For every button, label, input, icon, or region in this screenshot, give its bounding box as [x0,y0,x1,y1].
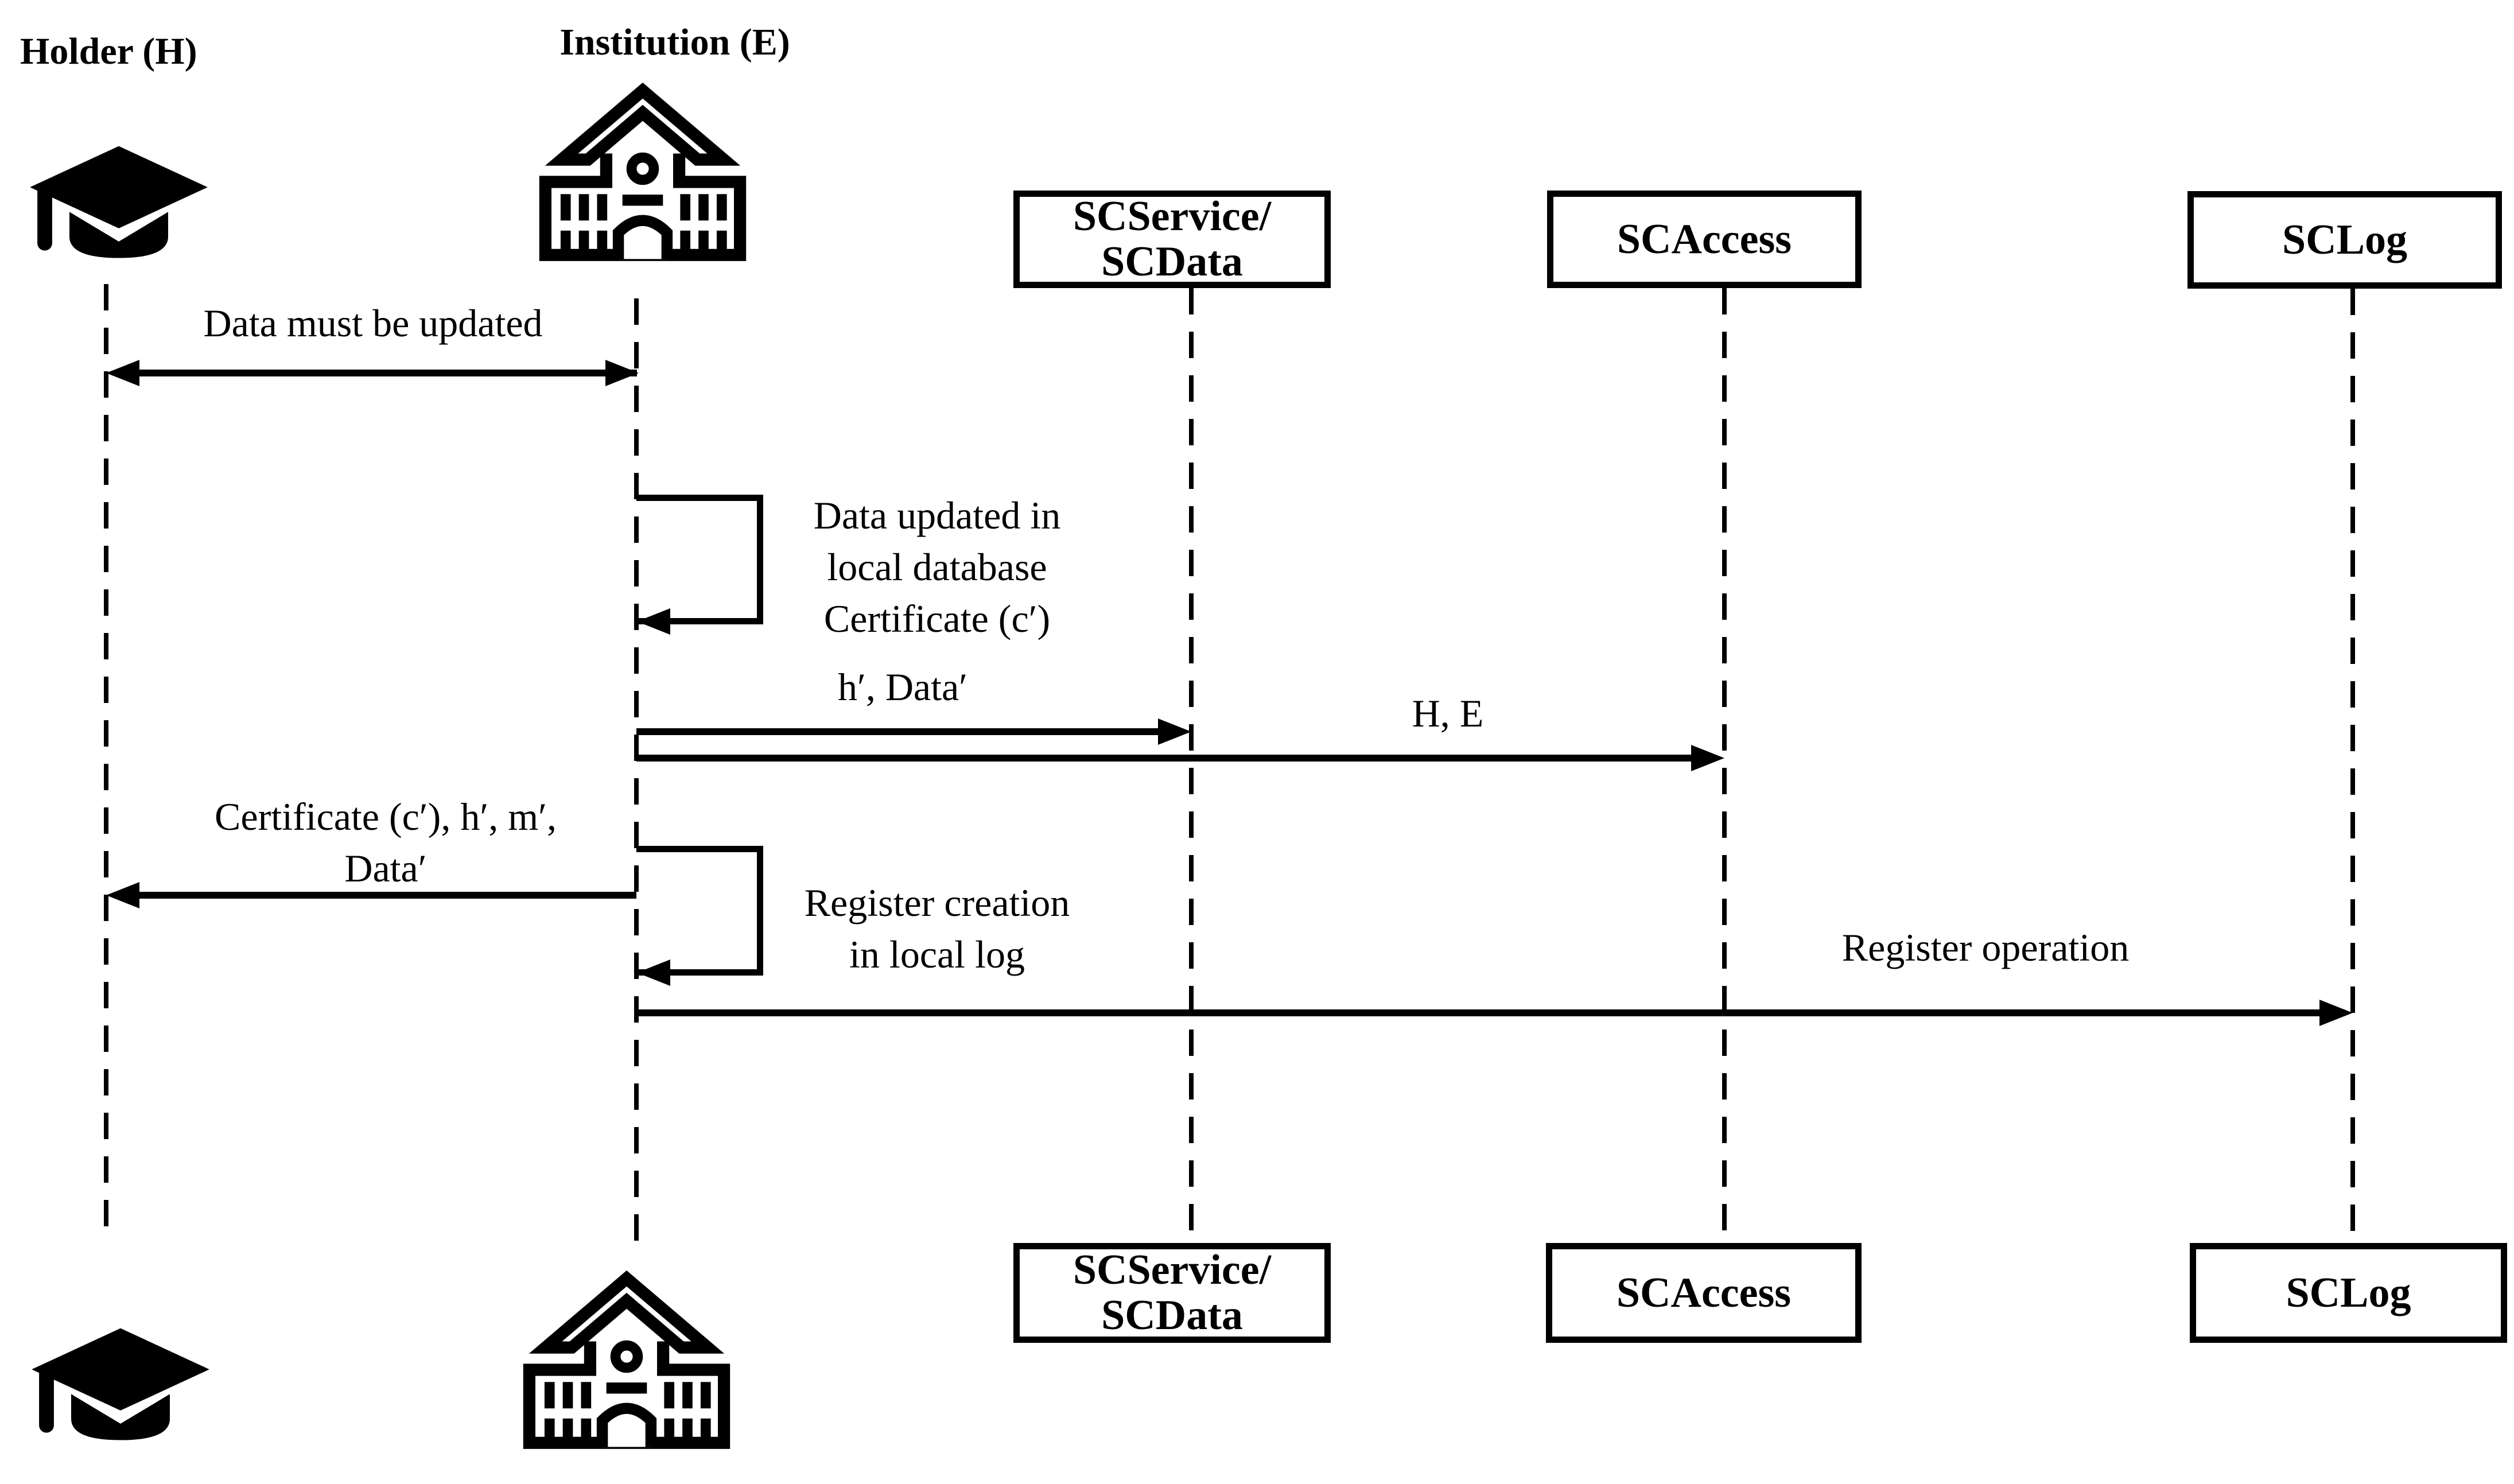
self-loop-register-creation [636,846,763,976]
message-label-local-update-line3: Certificate (c′) [823,597,1051,640]
lifeline-institution [634,298,639,1244]
institution-building-icon-top [521,72,764,265]
message-label-certificate-line1: Certificate (c′), h′, m′, [215,795,557,838]
message-label-register-operation: Register operation [1841,926,2130,969]
actor-title-holder: Holder (H) [20,30,197,72]
message-label-h-e: H, E [1412,692,1484,735]
graduation-cap-icon-bottom [22,1323,219,1447]
participant-label-scservice-bottom-line2: SCData [1101,1292,1243,1339]
message-label-certificate-line2: Data′ [344,846,427,890]
participant-label-scaccess-bottom: SCAccess [1616,1269,1792,1316]
participant-box-scservice-bottom: SCService/ SCData [1013,1243,1331,1343]
lifeline-sclog [2350,289,2355,1244]
participant-box-sclog-top: SCLog [2187,191,2502,289]
message-label-local-update-line1: Data updated in [813,494,1061,537]
arrowhead-self-loop-register-creation [637,959,670,986]
message-label-h-data: h′, Data′ [837,665,968,709]
message-label-register-creation-line1: Register creation [804,881,1070,924]
message-label-local-update: Data updated in local database Certifica… [814,490,1061,644]
participant-label-scservice-line1: SCService/ [1073,193,1272,240]
graduation-cap-icon-top [20,141,217,265]
arrowhead-self-loop-local-update [637,608,670,635]
message-label-local-update-line2: local database [827,545,1047,589]
arrowhead-register-operation [2319,1000,2353,1026]
arrow-certificate [137,892,636,899]
participant-label-scaccess: SCAccess [1617,215,1792,263]
participant-box-sclog-bottom: SCLog [2190,1243,2507,1343]
institution-building-icon-bottom [505,1260,748,1453]
arrowhead-certificate [106,882,139,908]
message-label-update-request: Data must be updated [203,301,543,345]
lifeline-holder [104,284,108,1244]
self-loop-local-update [636,495,763,624]
actor-title-institution: Institution (E) [559,21,790,63]
arrow-update-request [115,370,637,376]
lifeline-scservice [1189,288,1194,1244]
participant-box-scaccess-bottom: SCAccess [1546,1243,1862,1343]
participant-box-scaccess-top: SCAccess [1547,191,1862,288]
arrowhead-right-update-request [605,360,639,386]
participant-label-sclog-bottom: SCLog [2286,1269,2411,1316]
lifeline-scaccess [1722,288,1727,1244]
arrow-h-data [636,728,1160,735]
message-label-certificate: Certificate (c′), h′, m′, Data′ [215,791,557,894]
arrowhead-h-e [1691,745,1724,771]
arrowhead-h-data [1158,718,1191,745]
message-label-register-creation: Register creation in local log [805,877,1070,980]
participant-label-scservice-bottom-line1: SCService/ [1073,1246,1272,1293]
participant-box-scservice-top: SCService/ SCData [1013,191,1331,288]
message-label-register-creation-line2: in local log [849,933,1025,976]
arrow-h-e [636,755,1695,762]
participant-label-sclog: SCLog [2282,216,2407,263]
arrow-register-operation [636,1009,2322,1016]
participant-label-scservice-line2: SCData [1101,238,1243,285]
arrowhead-left-update-request [106,360,139,386]
